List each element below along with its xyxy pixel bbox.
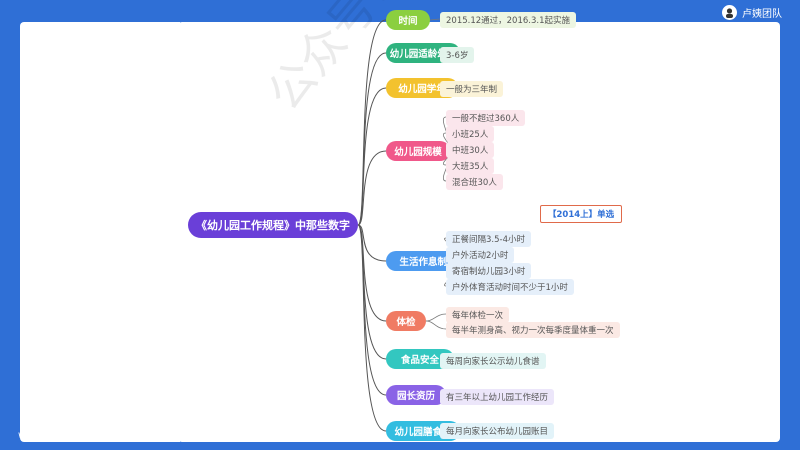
- branch-connector: [357, 150, 387, 226]
- leaf-item: 每周向家长公示幼儿食谱: [440, 353, 546, 369]
- branch-connector: [357, 224, 387, 262]
- leaf-item: 寄宿制幼儿园3小时: [446, 263, 532, 279]
- leaf-connector: [425, 313, 447, 322]
- branch-connector: [357, 224, 387, 432]
- exam-note: 【2014上】单选: [540, 205, 623, 223]
- branch-node[interactable]: 体检: [386, 311, 426, 331]
- leaf-item: 户外体育活动时间不少于1小时: [446, 279, 574, 295]
- leaf-item: 每半年测身高、视力一次每季度量体重一次: [446, 322, 620, 338]
- leaf-item: 中班30人: [446, 142, 495, 158]
- leaf-item: 小班25人: [446, 126, 495, 142]
- leaf-connector: [429, 18, 441, 21]
- leaf-item: 大班35人: [446, 158, 495, 174]
- leaf-item: 一般不超过360人: [446, 110, 526, 126]
- leaf-item: 正餐间隔3.5-4小时: [446, 231, 531, 247]
- footer-url[interactable]: www.luyituandui .com: [18, 430, 159, 441]
- branch-connector: [357, 87, 387, 226]
- branch-node[interactable]: 园长资历: [386, 385, 446, 405]
- central-topic[interactable]: 《幼儿园工作规程》中那些数字: [188, 212, 358, 238]
- leaf-item: 混合班30人: [446, 174, 503, 190]
- leaf-connector: [425, 320, 447, 330]
- leaf-item: 一般为三年制: [440, 81, 504, 97]
- brand-name: 卢姨团队: [742, 8, 782, 20]
- brand-badge: 卢姨团队: [722, 4, 782, 20]
- leaf-item: 每年体检一次: [446, 307, 510, 323]
- branch-node[interactable]: 时间: [386, 10, 430, 30]
- leaf-item: 户外活动2小时: [446, 247, 515, 263]
- leaf-item: 2015.12通过，2016.3.1起实施: [440, 12, 577, 28]
- leaf-item: 有三年以上幼儿园工作经历: [440, 389, 555, 405]
- leaf-item: 3-6岁: [440, 47, 475, 63]
- branch-node[interactable]: 幼儿园规模: [386, 141, 450, 161]
- avatar: [722, 4, 737, 20]
- content-panel-left: [20, 22, 180, 442]
- leaf-item: 每月向家长公布幼儿园账目: [440, 423, 555, 439]
- branch-node[interactable]: 食品安全: [386, 349, 454, 369]
